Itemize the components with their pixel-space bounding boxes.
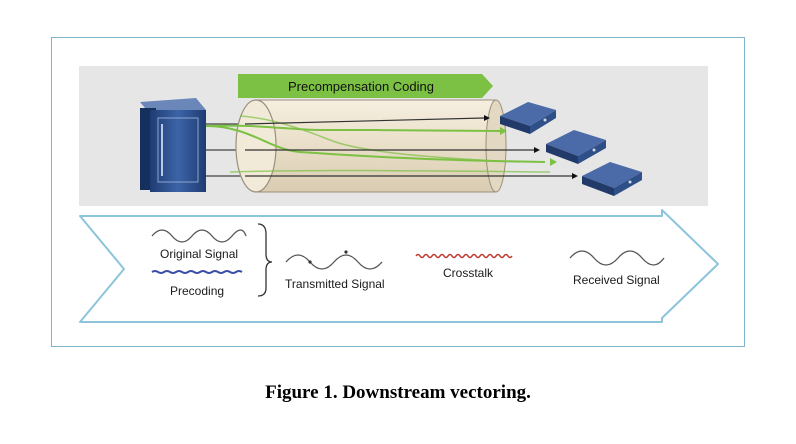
- original-signal-wave: [151, 229, 247, 243]
- crosstalk-path: [205, 125, 546, 163]
- transmitted-signal-wave: [285, 254, 383, 270]
- precompensation-coding-label: Precompensation Coding: [288, 79, 434, 94]
- crosstalk-wave: [415, 253, 513, 259]
- crosstalk-path: [239, 115, 521, 163]
- received-signal-label: Received Signal: [573, 273, 660, 287]
- precoding-wave: [151, 270, 243, 274]
- precompensation-banner: [238, 74, 493, 98]
- precoding-label: Precoding: [170, 284, 225, 298]
- signal-flow-arrow: [79, 209, 719, 323]
- modem-icon: [582, 162, 642, 196]
- modem-icon: [546, 130, 606, 164]
- received-signal-wave: [569, 250, 665, 266]
- server-icon: [140, 98, 206, 192]
- original-signal-label: Original Signal: [160, 247, 239, 261]
- crosstalk-path: [205, 124, 501, 132]
- crosstalk-path: [229, 169, 551, 173]
- modem-icon: [500, 102, 556, 134]
- transmitted-signal-label: Transmitted Signal: [285, 277, 385, 291]
- crosstalk-label: Crosstalk: [443, 266, 494, 280]
- brace: [257, 223, 273, 297]
- figure-caption: Figure 1. Downstream vectoring.: [265, 382, 531, 403]
